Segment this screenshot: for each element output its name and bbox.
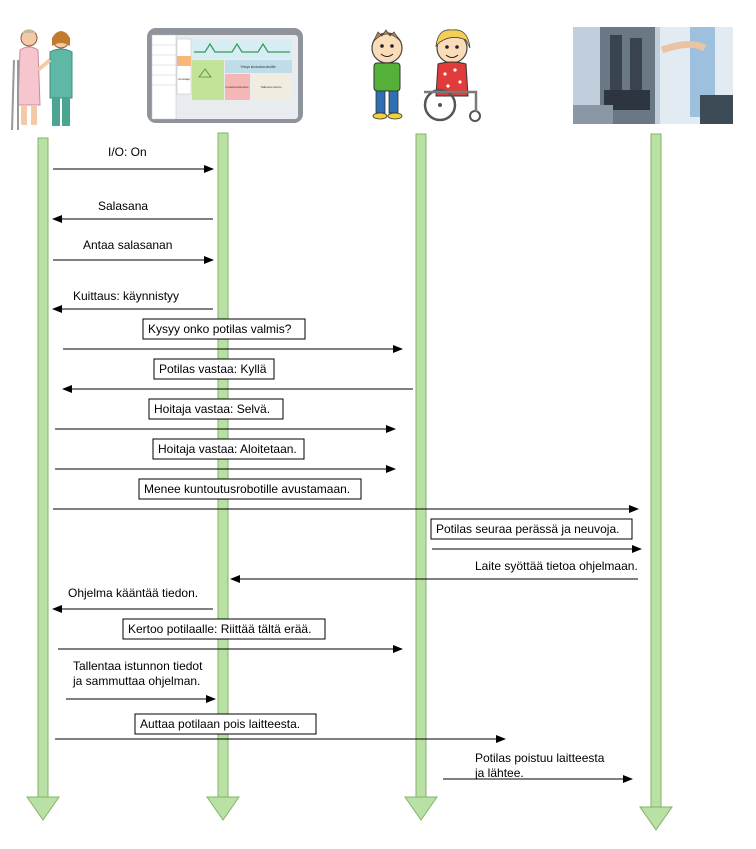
message-label: Antaa salasanan bbox=[83, 238, 172, 252]
message-label: Tallentaa istunnon tiedot bbox=[73, 659, 203, 673]
message-label: Potilas poistuu laitteesta bbox=[475, 751, 605, 765]
app-panel-save: Tallenna istunto bbox=[261, 85, 282, 89]
message-7: Hoitaja vastaa: Selvä. bbox=[55, 398, 396, 433]
message-3: Antaa salasanan bbox=[53, 238, 214, 264]
message-label: I/O: On bbox=[108, 145, 147, 159]
message-13: Kertoo potilaalle: Riittää tältä erää. bbox=[58, 618, 403, 653]
lifeline-patient bbox=[404, 133, 438, 821]
message-6: Potilas vastaa: Kyllä bbox=[62, 358, 413, 393]
message-2: Salasana bbox=[52, 199, 213, 223]
message-label-box bbox=[134, 713, 317, 735]
message-label: Kysyy onko potilas valmis? bbox=[148, 322, 292, 336]
message-label: Potilas vastaa: Kyllä bbox=[159, 362, 267, 376]
message-9: Menee kuntoutusrobotille avustamaan. bbox=[53, 478, 639, 513]
lifeline-app bbox=[206, 132, 240, 821]
message-label-box bbox=[142, 318, 306, 340]
lifeline-nurse bbox=[26, 137, 60, 821]
nurse-and-patient-icon bbox=[11, 29, 73, 131]
message-15: Auttaa potilaan pois laitteesta. bbox=[55, 713, 506, 743]
message-label: Potilas seuraa perässä ja neuvoja. bbox=[436, 522, 619, 536]
message-label: Menee kuntoutusrobotille avustamaan. bbox=[144, 482, 350, 496]
child-and-wheelchair-user-icon bbox=[371, 29, 481, 122]
app-side-item: Avustaja bbox=[178, 77, 190, 81]
message-1: I/O: On bbox=[53, 145, 214, 173]
message-8: Hoitaja vastaa: Aloitetaan. bbox=[55, 438, 396, 473]
lifeline-robot bbox=[639, 133, 673, 831]
message-label: Kuittaus: käynnistyy bbox=[73, 289, 179, 303]
message-label: Laite syöttää tietoa ohjelmaan. bbox=[475, 559, 638, 573]
message-label-box bbox=[122, 618, 326, 640]
message-5: Kysyy onko potilas valmis? bbox=[63, 318, 403, 353]
software-screen-icon: Avustaja Yhteys kuntoutusrobotille Lopet… bbox=[147, 28, 303, 123]
message-label: Ohjelma kääntää tiedon. bbox=[68, 586, 198, 600]
message-label-box bbox=[138, 478, 362, 500]
message-label: Auttaa potilaan pois laitteesta. bbox=[140, 717, 300, 731]
message-10: Potilas seuraa perässä ja neuvoja. bbox=[430, 518, 642, 553]
message-label: Kertoo potilaalle: Riittää tältä erää. bbox=[128, 622, 311, 636]
message-label-box bbox=[148, 398, 284, 420]
rehabilitation-robot-photo-icon bbox=[573, 27, 733, 124]
message-label: Hoitaja vastaa: Aloitetaan. bbox=[158, 442, 297, 456]
message-4: Kuittaus: käynnistyy bbox=[52, 289, 213, 313]
message-label-box bbox=[153, 358, 275, 380]
message-label-box bbox=[152, 438, 305, 460]
message-label: ja sammuttaa ohjelman. bbox=[72, 674, 200, 688]
app-panel-connect: Yhteys kuntoutusrobotille bbox=[240, 65, 276, 69]
message-12: Ohjelma kääntää tiedon. bbox=[52, 586, 213, 613]
message-label: Salasana bbox=[98, 199, 148, 213]
app-panel-stop: Lopeta kuntoutus bbox=[225, 85, 249, 89]
message-label: ja lähtee. bbox=[474, 766, 524, 780]
message-label: Hoitaja vastaa: Selvä. bbox=[154, 402, 270, 416]
message-11: Laite syöttää tietoa ohjelmaan. bbox=[230, 559, 638, 583]
lifelines bbox=[26, 132, 673, 831]
message-label-box bbox=[430, 518, 633, 540]
